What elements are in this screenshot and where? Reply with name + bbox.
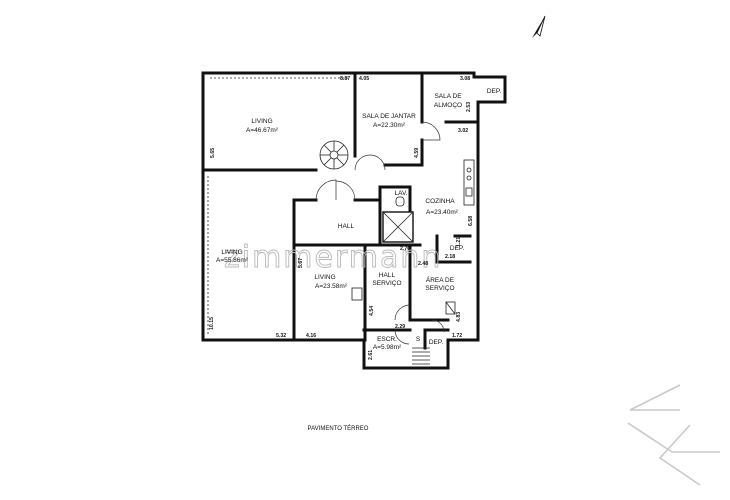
room-dep2-name: DEP. [450, 245, 465, 252]
room-living3-area: A=23.58m² [315, 283, 348, 290]
dim-565: 5.65 [210, 148, 216, 158]
room-living1-area: A=46.67m² [246, 127, 279, 134]
room-hall-servico-line2: SERVIÇO [372, 280, 401, 287]
dim-253: 2.53 [466, 102, 472, 112]
room-living3-name: LIVING [314, 274, 335, 281]
stair-s-label: S [416, 336, 421, 343]
dim-416: 4.16 [306, 333, 316, 339]
room-sala-almoco-line1: SALA DE [434, 93, 462, 100]
room-sala-jantar-name: SALA DE JANTAR [362, 113, 416, 120]
room-hall-servico-line1: HALL [379, 272, 396, 279]
room-lav-name: LAV. [394, 190, 407, 197]
interior-walls [203, 71, 480, 350]
dim-261: 2.61 [368, 350, 374, 360]
dim-887: 8.87 [340, 76, 350, 82]
dim-483: 4.83 [456, 312, 462, 322]
dimension-labels: 8.87 4.05 3.08 2.53 3.02 5.65 4.59 6.58 … [209, 76, 474, 360]
service-stair-icon [412, 347, 430, 365]
room-sala-jantar-area: A=22.30m² [373, 122, 406, 129]
dim-302: 3.02 [458, 128, 468, 134]
room-living1-name: LIVING [251, 118, 272, 125]
plan-caption: PAVIMENTO TÉRREO [308, 425, 369, 432]
dim-218: 2.18 [445, 254, 455, 260]
double-door-icon [315, 154, 386, 201]
dim-248: 2.48 [418, 261, 428, 267]
room-cozinha-area: A=23.40m² [426, 209, 459, 216]
dim-308: 3.08 [460, 76, 470, 82]
room-living2-name: LIVING [221, 249, 242, 256]
outer-walls [201, 71, 507, 370]
dim-459: 4.59 [414, 148, 420, 158]
room-labels: LIVING A=46.67m² SALA DE JANTAR A=22.30m… [216, 88, 501, 351]
room-living2-area: A=55.86m² [216, 257, 249, 264]
spiral-staircase-icon [319, 140, 349, 170]
room-dep1-name: DEP. [487, 88, 502, 95]
dim-454: 4.54 [369, 306, 375, 316]
room-cozinha-name: COZINHA [425, 198, 455, 205]
brand-logo-icon [627, 384, 720, 486]
dim-1015: 10.15 [209, 317, 215, 330]
room-hall-name: HALL [338, 223, 355, 230]
north-arrow-icon [532, 15, 546, 38]
dim-532: 5.32 [276, 333, 286, 339]
room-escr-name: ESCR. [377, 336, 397, 343]
dim-658: 6.58 [468, 216, 474, 226]
room-sala-almoco-line2: ALMOÇO [434, 102, 462, 109]
dim-276: 2.76 [400, 246, 410, 252]
dim-405: 4.05 [359, 76, 369, 82]
dim-229: 2.29 [395, 324, 405, 330]
room-area-servico-line2: SERVIÇO [425, 285, 454, 292]
room-dep3-name: DEP. [429, 339, 444, 346]
dim-567: 5.67 [298, 258, 304, 268]
room-area-servico-line1: ÁREA DE [426, 275, 455, 284]
dim-121: 1.21 [456, 237, 462, 247]
watermark-text: zimmermann [224, 240, 442, 275]
room-escr-area: A=5.98m² [373, 344, 402, 351]
fixtures [207, 77, 475, 365]
dim-172: 1.72 [452, 333, 462, 339]
